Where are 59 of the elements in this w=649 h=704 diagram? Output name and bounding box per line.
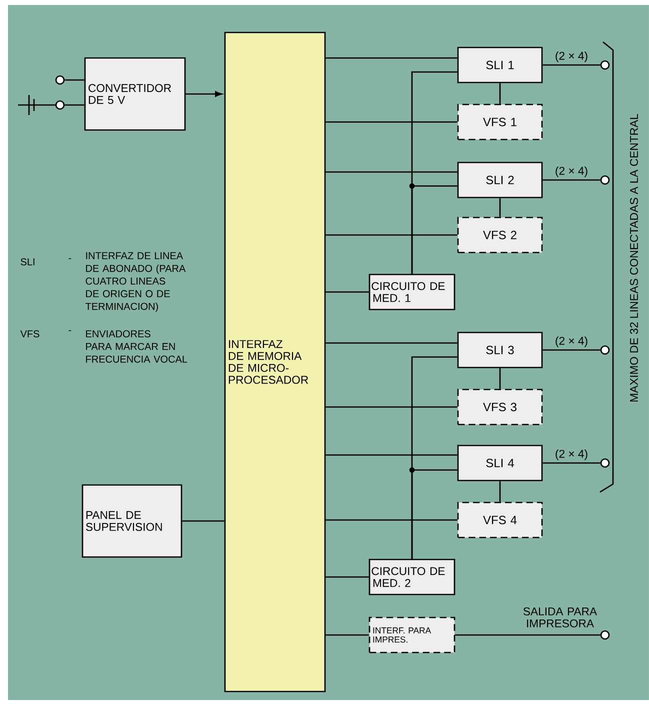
connector-line xyxy=(542,462,600,464)
connector-line xyxy=(326,634,369,636)
module-box: SLI 4 xyxy=(457,444,543,482)
connector-line xyxy=(499,198,501,217)
connector-line xyxy=(64,104,84,106)
terminal-circle xyxy=(600,175,610,185)
circuit-box: CIRCUITO DE MED. 2 xyxy=(368,558,456,596)
legend-text: - xyxy=(68,258,72,260)
connector-line xyxy=(542,349,600,351)
converter-box: CONVERTIDOR DE 5 V xyxy=(84,57,186,131)
connector-line xyxy=(182,520,224,522)
connector-line xyxy=(326,576,369,578)
legend-text: INTERFAZ DE LINEA DE ABONADO (PARA CUATRO LINEAS DE ORIGEN O DE TERMINACION) xyxy=(86,252,186,312)
connector-line xyxy=(326,406,458,408)
circuit-box: CIRCUITO DE MED. 1 xyxy=(368,274,456,310)
edge-label: (2 × 4) xyxy=(556,52,588,62)
panel-box: PANEL DE SUPERVISION xyxy=(82,484,182,558)
module-box: VFS 3 xyxy=(457,388,543,426)
connector-line xyxy=(499,481,501,502)
connector-line xyxy=(326,57,458,59)
terminal-circle xyxy=(600,458,610,468)
module-box: VFS 2 xyxy=(457,216,543,254)
connector-line xyxy=(326,234,458,236)
module-box: SLI 1 xyxy=(457,46,543,84)
edge-label: (2 × 4) xyxy=(556,450,588,460)
legend-text: - xyxy=(68,330,72,332)
module-box: SLI 2 xyxy=(457,162,543,198)
connector-line xyxy=(411,469,458,559)
edge-label: (2 × 4) xyxy=(556,336,588,348)
connector-line xyxy=(326,342,458,344)
output-label: SALIDA PARA IMPRESORA xyxy=(523,607,598,628)
connector-line xyxy=(326,519,458,521)
connector-line xyxy=(326,291,369,293)
connector-line xyxy=(542,64,600,66)
connector-line xyxy=(499,368,501,389)
connector-line xyxy=(499,83,501,104)
processor-interface-box: INTERFAZ DE MEMORIA DE MICRO-PROCESADOR xyxy=(224,32,326,692)
connector-line xyxy=(64,79,84,81)
terminal-circle xyxy=(600,60,610,70)
connector-line xyxy=(326,121,458,123)
terminal-circle xyxy=(600,630,610,640)
legend-text: SLI xyxy=(20,258,34,266)
rotated-note: MAXIMO DE 32 LINEAS CONECTADAS A LA CENTRAL xyxy=(630,114,638,402)
connector-line xyxy=(542,179,600,181)
module-box: VFS 4 xyxy=(457,502,543,538)
connector-line xyxy=(186,91,222,97)
legend-text: ENVIADORES PARA MARCAR EN FRECUENCIA VOCAL xyxy=(86,330,188,363)
module-box: VFS 1 xyxy=(457,104,543,140)
terminal-circle xyxy=(600,345,610,355)
interface-box: INTERF. PARA IMPRES. xyxy=(368,616,456,654)
edge-label: (2 × 4) xyxy=(556,166,588,178)
connector-line xyxy=(411,185,458,274)
connector-line xyxy=(326,171,458,173)
legend-text: VFS xyxy=(20,330,40,338)
module-box: SLI 3 xyxy=(457,332,543,368)
connector-line xyxy=(455,634,600,636)
terminal-circle xyxy=(55,100,65,110)
terminal-circle xyxy=(55,75,65,85)
connector-line xyxy=(326,454,458,456)
